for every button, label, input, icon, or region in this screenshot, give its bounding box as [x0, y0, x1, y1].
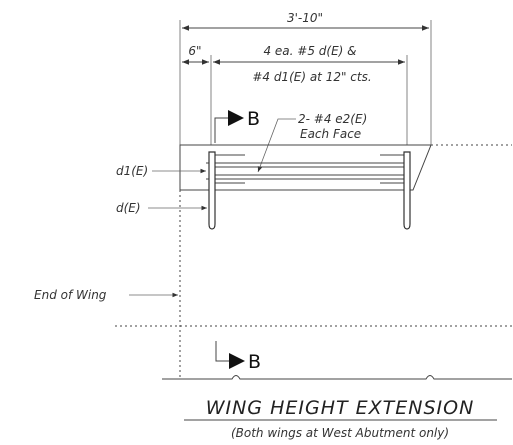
section-arrow-top-icon [228, 110, 244, 126]
dimension-bars-line2: #4 d1(E) at 12" cts. [252, 70, 371, 84]
callout-d1: d1(E) [116, 164, 148, 178]
section-marker-top: B [247, 108, 260, 130]
wall-section-outline [179, 144, 432, 191]
callout-d: d(E) [116, 201, 141, 215]
dimension-overall-label: 3'-10" [287, 11, 323, 25]
section-cut-line-top [214, 117, 228, 143]
section-arrow-bottom-icon [229, 353, 245, 369]
drawing-title: WING HEIGHT EXTENSION [206, 397, 475, 419]
section-cut-line-bottom [215, 341, 230, 362]
ground-break-line [162, 375, 512, 380]
dimension-bars-line1: 4 ea. #5 d(E) & [263, 44, 356, 58]
section-marker-bottom: B [248, 351, 261, 373]
callout-e2-line1: 2- #4 e2(E) [298, 112, 367, 126]
dowel-bar-right [403, 151, 411, 230]
callout-end-of-wing: End of Wing [34, 288, 107, 302]
drawing-subtitle: (Both wings at West Abutment only) [231, 426, 449, 440]
callout-e2-line2: Each Face [300, 127, 361, 141]
dimension-offset-label: 6" [188, 44, 201, 58]
callout-e2-leader [257, 118, 296, 173]
dowel-bar-left [208, 151, 216, 230]
